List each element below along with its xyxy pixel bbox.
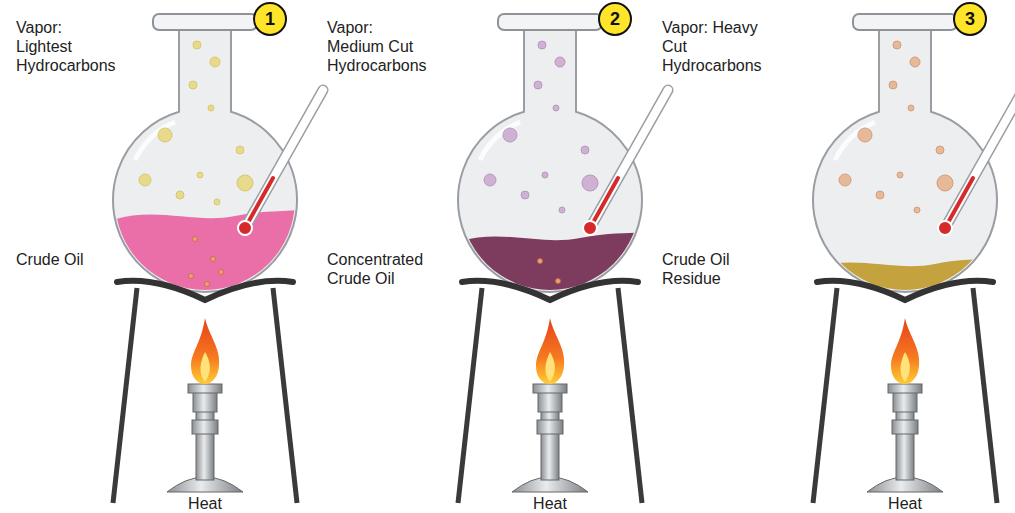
stand-leg [273,288,297,503]
callout-text: 2 [610,9,620,30]
liquid-label: Crude Oil Residue [662,250,746,288]
vapor-label: Vapor: Heavy Cut Hydrocarbons [662,18,766,75]
stand-leg [113,288,137,503]
heat-label: Heat [530,494,570,513]
liquid-label: Concentrated Crude Oil [327,250,431,288]
thermometer [938,90,1015,235]
stand-ring [462,281,638,300]
callout-number: 2 [598,2,632,36]
stand-leg [458,288,482,503]
vapor-label: Vapor: Medium Cut Hydrocarbons [327,18,431,75]
stand-leg [973,288,997,503]
round-bottom-flask [458,14,642,292]
stand-ring [817,281,993,300]
bunsen-burner [867,318,943,492]
flask-set [813,14,1015,503]
thermometer [583,90,668,235]
bunsen-burner [167,318,243,492]
stand-ring [117,281,293,300]
heat-label: Heat [885,494,925,513]
callout-text: 1 [265,9,275,30]
stand-leg [813,288,837,503]
callout-number: 1 [253,2,287,36]
heat-label: Heat [185,494,225,513]
stand-leg [618,288,642,503]
flask-set [113,14,323,503]
thermometer [238,90,323,235]
flask-set [458,14,668,503]
callout-number: 3 [953,2,987,36]
bunsen-burner [512,318,588,492]
callout-text: 3 [965,9,975,30]
liquid-label: Crude Oil [16,250,126,269]
round-bottom-flask [113,14,297,292]
round-bottom-flask [813,14,997,292]
vapor-label: Vapor: Lightest Hydrocarbons [16,18,120,75]
